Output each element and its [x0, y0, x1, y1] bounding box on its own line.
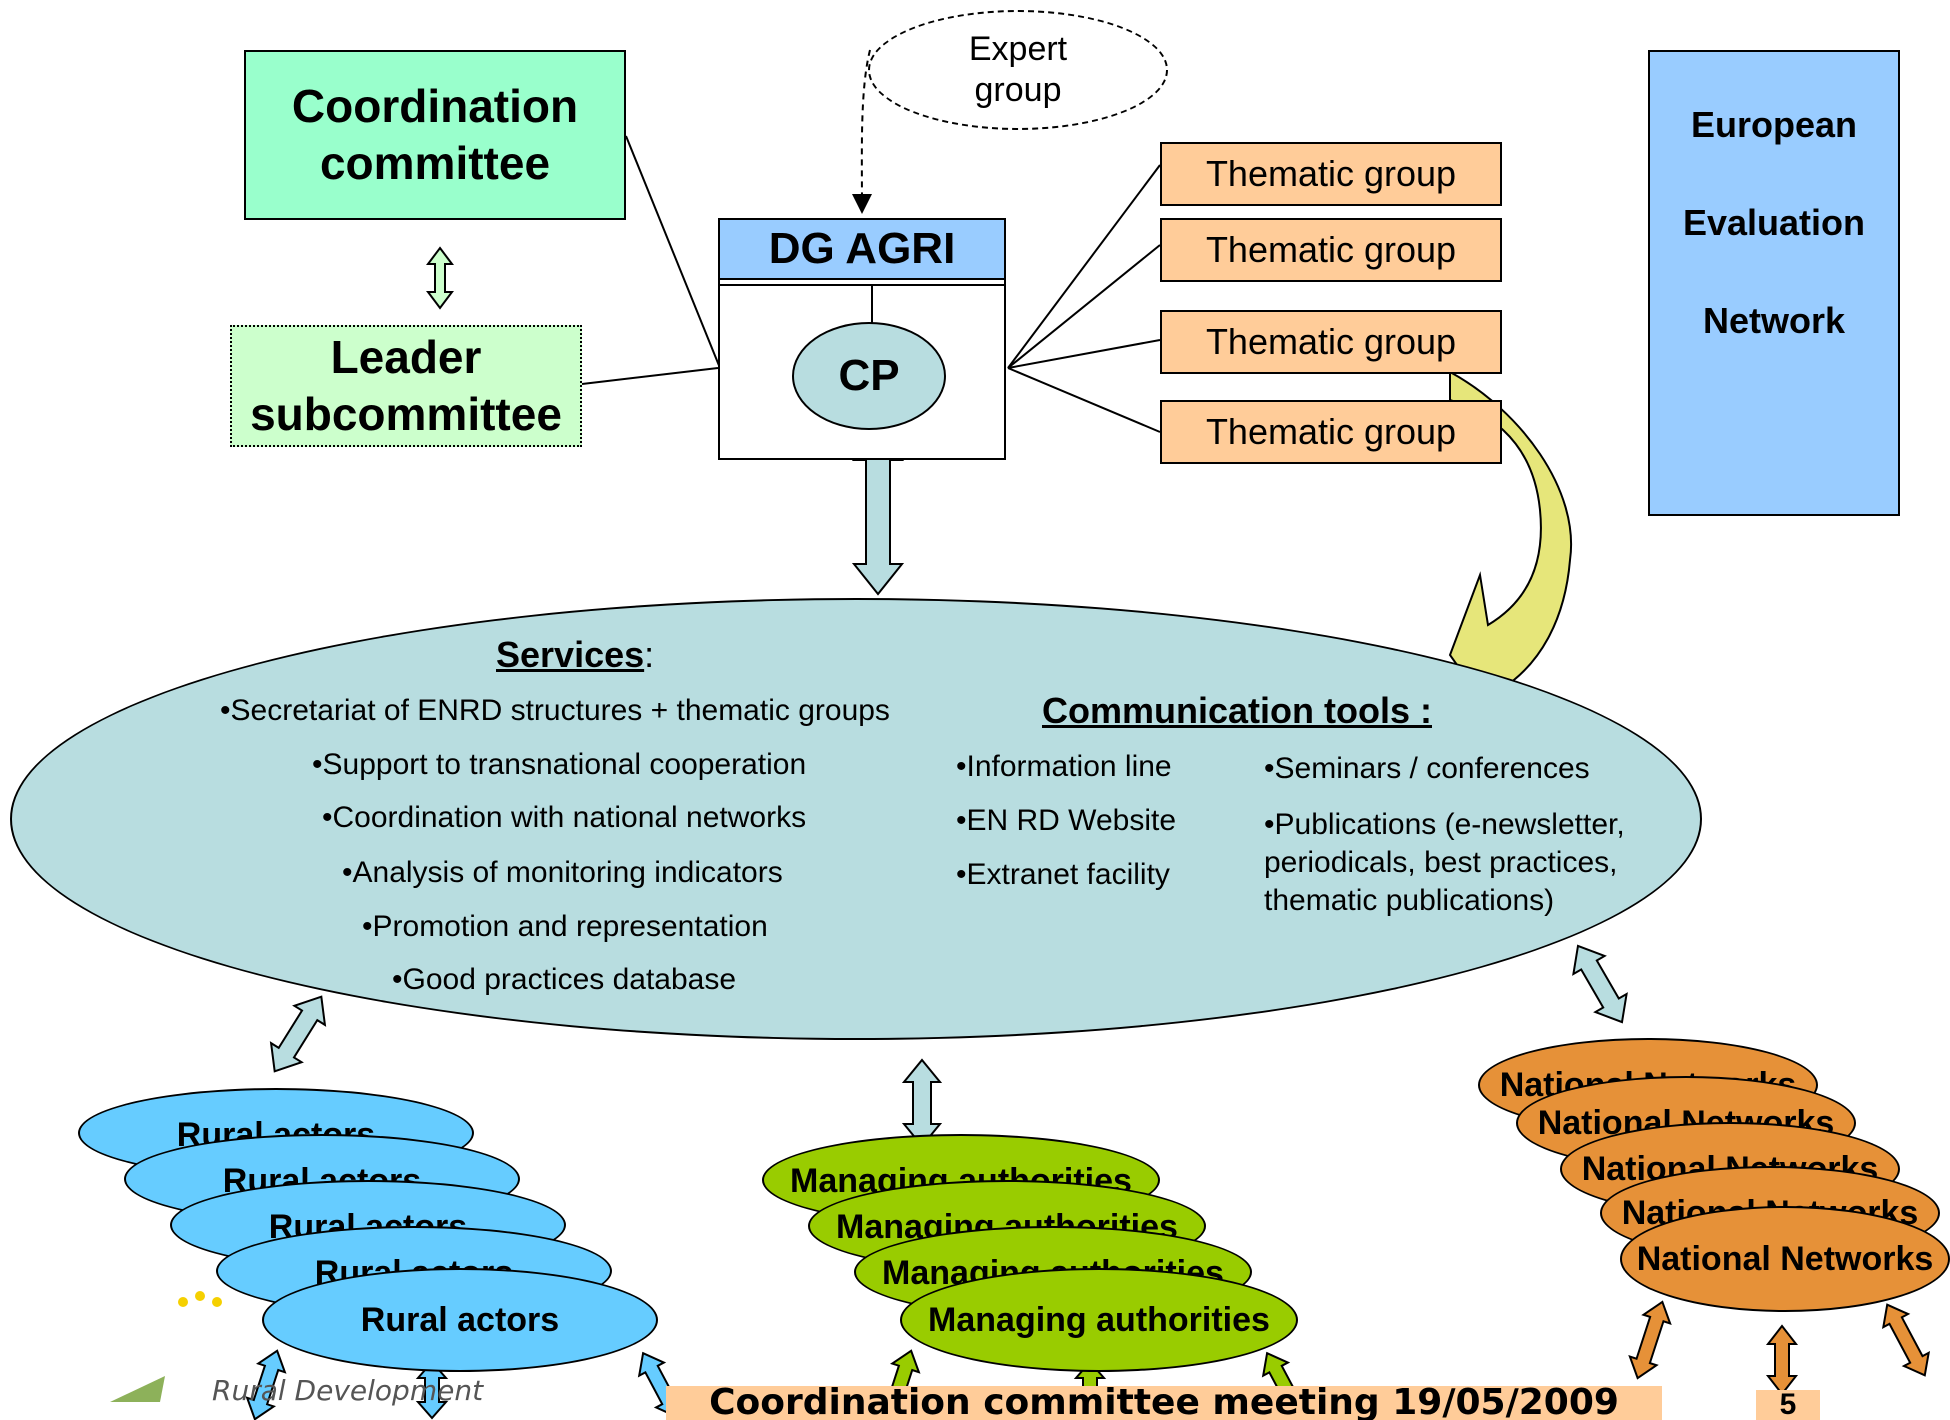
- double-arrow-icon: [269, 995, 327, 1073]
- national-networks-ellipse: National Networks: [1620, 1206, 1950, 1312]
- services-colon: :: [644, 634, 655, 675]
- een-line: European: [1690, 104, 1858, 145]
- connector-line: [1007, 244, 1161, 369]
- services-ellipse: [10, 598, 1702, 1040]
- een-line: Network: [1702, 300, 1846, 341]
- comm-item: •EN RD Website: [956, 804, 1177, 837]
- coordination-committee-box: Coordination committee: [244, 50, 626, 220]
- footer-logo-text: Rural Development: [212, 1374, 484, 1407]
- comm-item: •Publications (e-newsletter,: [1264, 808, 1625, 841]
- logo-shape: [110, 1376, 165, 1402]
- managing-authorities-ellipse: Managing authorities: [900, 1268, 1298, 1372]
- dg-agri-divider: [720, 280, 1004, 286]
- footer-meeting-bar: Coordination committee meeting 19/05/200…: [666, 1386, 1662, 1420]
- services-heading: Services:: [496, 634, 654, 676]
- double-arrow-icon: [1628, 1300, 1672, 1380]
- service-item: •Analysis of monitoring indicators: [342, 856, 783, 889]
- eu-stars-icon: [178, 1291, 222, 1307]
- dg-agri-header: DG AGRI: [720, 220, 1004, 280]
- thematic-group-box: Thematic group: [1160, 400, 1502, 464]
- service-item: •Good practices database: [392, 963, 737, 996]
- rural-actors-ellipse: Rural actors: [262, 1268, 658, 1372]
- comm-item: •Seminars / conferences: [1264, 752, 1590, 785]
- een-box: European Evaluation Network: [1648, 50, 1900, 516]
- service-item: •Promotion and representation: [362, 910, 768, 943]
- expert-group-arrow: [851, 49, 872, 214]
- connector-line: [581, 367, 719, 385]
- comm-item: •Extranet facility: [956, 858, 1170, 891]
- dg-agri-stem: [871, 284, 873, 326]
- connector-line: [1007, 164, 1161, 369]
- double-arrow-icon: [851, 428, 905, 596]
- double-arrow-icon: [1765, 1324, 1799, 1396]
- comm-item: thematic publications): [1264, 884, 1555, 917]
- double-arrow-icon: [415, 1360, 449, 1420]
- connector-line: [625, 135, 721, 369]
- expert-group-ellipse: Expert group: [868, 10, 1168, 130]
- communication-tools-title: Communication tools :: [1042, 690, 1432, 731]
- comm-item: •Information line: [956, 750, 1172, 783]
- cp-ellipse: CP: [792, 322, 946, 430]
- een-line: Evaluation: [1682, 202, 1866, 243]
- page-number: 5: [1756, 1390, 1820, 1420]
- service-item: •Support to transnational cooperation: [312, 748, 807, 781]
- double-arrow-icon: [901, 1058, 943, 1148]
- thematic-group-box: Thematic group: [1160, 142, 1502, 206]
- comm-item: periodicals, best practices,: [1264, 846, 1618, 879]
- connector-line: [1007, 339, 1161, 369]
- service-item: •Coordination with national networks: [322, 801, 807, 834]
- double-arrow-icon: [1881, 1303, 1931, 1377]
- service-item: •Secretariat of ENRD structures + themat…: [220, 694, 890, 727]
- services-title: Services: [496, 634, 645, 675]
- thematic-group-box: Thematic group: [1160, 218, 1502, 282]
- double-arrow-icon: [1572, 944, 1628, 1024]
- double-arrow-icon: [426, 246, 454, 310]
- thematic-group-box: Thematic group: [1160, 310, 1502, 374]
- double-arrow-icon: [245, 1349, 287, 1420]
- leader-subcommittee-box: Leader subcommittee: [230, 325, 582, 447]
- connector-line: [1007, 367, 1161, 433]
